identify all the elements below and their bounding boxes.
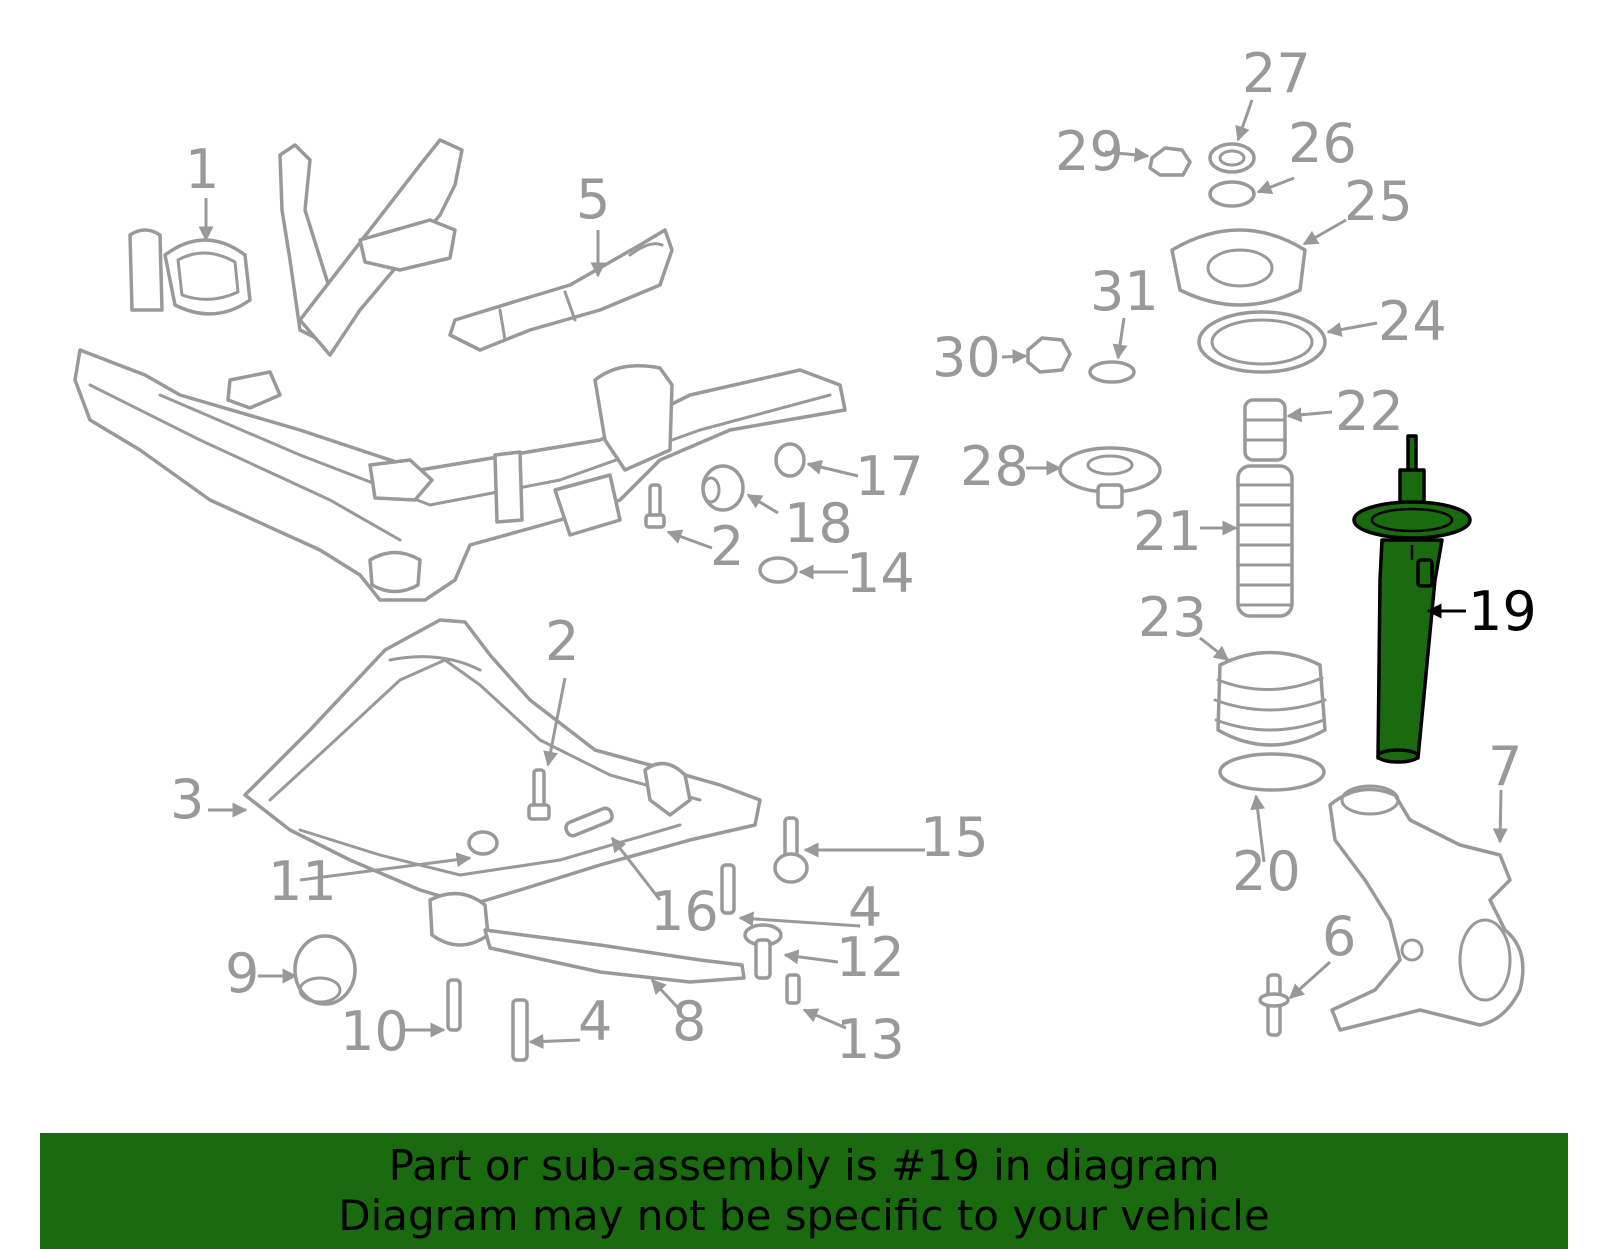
part-1-subframe[interactable] [73, 138, 847, 602]
callout-4a: 4 [848, 876, 882, 939]
callout-17: 17 [855, 445, 924, 508]
part-6-bolt[interactable] [1258, 973, 1290, 1037]
callout-4b: 4 [578, 990, 612, 1053]
callout-23: 23 [1138, 586, 1207, 649]
callout-31: 31 [1090, 260, 1159, 323]
callout-22: 22 [1335, 380, 1404, 443]
part-5-heat-shield[interactable] [448, 228, 674, 352]
callout-25: 25 [1344, 170, 1413, 233]
hardware-bolts[interactable] [293, 442, 809, 1062]
banner-line-1: Part or sub-assembly is #19 in diagram [388, 1141, 1220, 1190]
callout-27: 27 [1242, 42, 1311, 105]
callout-18: 18 [784, 492, 853, 555]
callout-26: 26 [1288, 112, 1357, 175]
part-19-strut[interactable] [1352, 434, 1472, 764]
callout-24: 24 [1378, 290, 1447, 353]
callout-30: 30 [932, 326, 1001, 389]
callout-29: 29 [1055, 120, 1124, 183]
callout-11: 11 [268, 850, 337, 913]
callout-labels: 1 2 2 3 4 4 5 6 7 8 9 10 11 12 13 14 15 … [170, 42, 1537, 1071]
callout-14: 14 [846, 542, 915, 605]
strut-mount-parts[interactable] [1026, 142, 1327, 792]
callout-2a: 2 [710, 515, 744, 578]
callout-13: 13 [836, 1008, 905, 1071]
callout-2b: 2 [545, 610, 579, 673]
callout-9: 9 [225, 942, 259, 1005]
banner-line-2: Diagram may not be specific to your vehi… [338, 1191, 1270, 1240]
callout-10: 10 [340, 1000, 409, 1063]
part-7-knuckle[interactable] [1328, 784, 1525, 1032]
callout-3: 3 [170, 768, 204, 831]
callout-20: 20 [1232, 840, 1301, 903]
callout-8: 8 [672, 990, 706, 1053]
callout-5: 5 [576, 168, 610, 231]
callout-16: 16 [650, 880, 719, 943]
callout-7: 7 [1488, 735, 1522, 798]
callout-12: 12 [836, 926, 905, 989]
leader-lines [198, 99, 1508, 1049]
part-3-control-arm[interactable] [243, 618, 762, 984]
info-banner: Part or sub-assembly is #19 in diagram D… [40, 1133, 1568, 1249]
callout-28: 28 [960, 435, 1029, 498]
callout-15: 15 [920, 806, 989, 869]
callout-1: 1 [185, 138, 219, 201]
callout-19: 19 [1468, 580, 1537, 643]
callout-21: 21 [1133, 500, 1202, 563]
callout-6: 6 [1322, 905, 1356, 968]
